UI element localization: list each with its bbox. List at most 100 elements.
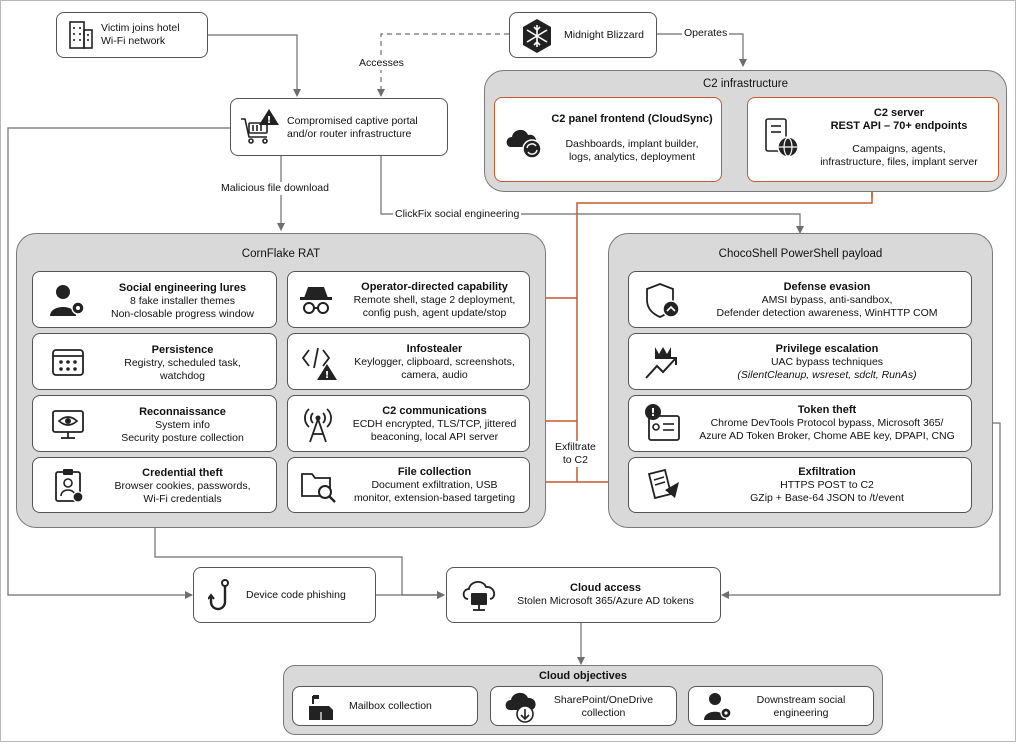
infostealer-line2: camera, audio bbox=[401, 369, 468, 381]
operator-directed-box: Operator-directed capability Remote shel… bbox=[287, 271, 530, 328]
infostealer-title: Infostealer bbox=[406, 343, 463, 355]
svg-text:!: ! bbox=[650, 406, 655, 419]
c2-server-line1: Campaigns, agents, bbox=[852, 143, 946, 155]
device-code-phishing-label: Device code phishing bbox=[246, 589, 346, 601]
persistence-box: Persistence Registry, scheduled task, wa… bbox=[32, 333, 277, 390]
reconnaissance-line1: System info bbox=[155, 419, 210, 431]
privilege-escalation-box: Privilege escalation UAC bypass techniqu… bbox=[628, 333, 972, 390]
actor-name: Midnight Blizzard bbox=[564, 29, 644, 41]
cloud-objectives-title: Cloud objectives bbox=[538, 670, 628, 682]
exfiltration-title: Exfiltration bbox=[798, 466, 856, 478]
mailbox-collection-label: Mailbox collection bbox=[349, 700, 432, 712]
clipboard-user-icon bbox=[55, 469, 84, 503]
router-warning-icon: ! bbox=[241, 109, 279, 144]
fishing-hook-icon bbox=[208, 579, 229, 611]
user-gear-icon-small bbox=[704, 693, 732, 720]
operator-directed-line2: config push, agent update/stop bbox=[362, 307, 507, 319]
victim-line2: Wi-Fi network bbox=[101, 35, 166, 47]
exfiltration-line2: GZip + Base-64 JSON to /t/event bbox=[750, 492, 904, 504]
actor-box: Midnight Blizzard bbox=[509, 12, 657, 58]
cornflake-rat-title: CornFlake RAT bbox=[241, 248, 321, 260]
edge-accesses bbox=[377, 33, 509, 97]
label-exfiltrate: Exfiltrate to C2 bbox=[553, 441, 598, 467]
file-collection-line2: monitor, extension-based targeting bbox=[353, 492, 516, 504]
cloud-access-line1: Stolen Microsoft 365/Azure AD tokens bbox=[517, 595, 694, 607]
device-code-phishing-box: Device code phishing bbox=[193, 567, 376, 623]
reconnaissance-box: Reconnaissance System info Security post… bbox=[32, 395, 277, 452]
infostealer-box: ! Infostealer Keylogger, clipboard, scre… bbox=[287, 333, 530, 390]
mailbox-collection-box: Mailbox collection bbox=[292, 686, 478, 726]
portal-line1: Compromised captive portal bbox=[287, 115, 418, 127]
downstream-social-line2: engineering bbox=[773, 707, 829, 719]
file-collection-box: File collection Document exfiltration, U… bbox=[287, 457, 530, 513]
credential-theft-line2: Wi-Fi credentials bbox=[143, 493, 222, 505]
portal-box: ! Compromised captive portal and/or rout… bbox=[230, 98, 448, 156]
label-operates: Operates bbox=[682, 27, 730, 40]
exfiltration-box: Exfiltration HTTPS POST to C2 GZip + Bas… bbox=[628, 457, 972, 513]
c2-panel-box: C2 panel frontend (CloudSync) Dashboards… bbox=[494, 97, 722, 182]
c2-communications-line1: ECDH encrypted, TLS/TCP, jittered bbox=[352, 418, 517, 430]
operator-directed-title: Operator-directed capability bbox=[361, 281, 508, 293]
label-malicious-download: Malicious file download bbox=[219, 182, 331, 195]
cloud-download-icon bbox=[505, 692, 536, 723]
snowflake-icon bbox=[523, 19, 551, 53]
credential-theft-title: Credential theft bbox=[142, 467, 223, 479]
folder-search-icon bbox=[301, 473, 336, 503]
defense-evasion-box: Defense evasion AMSI bypass, anti-sandbo… bbox=[628, 271, 972, 328]
token-theft-title: Token theft bbox=[797, 404, 857, 416]
chocoshell-title: ChocoShell PowerShell payload bbox=[718, 248, 883, 260]
mailbox-icon bbox=[309, 695, 333, 720]
user-gear-icon bbox=[50, 285, 85, 316]
privilege-escalation-title: Privilege escalation bbox=[775, 343, 879, 355]
defense-evasion-line2: Defender detection awareness, WinHTTP CO… bbox=[716, 307, 938, 319]
persistence-line2: watchdog bbox=[160, 370, 205, 382]
privilege-escalation-line1: UAC bypass techniques bbox=[770, 356, 884, 368]
defense-evasion-title: Defense evasion bbox=[783, 281, 871, 293]
credential-theft-line1: Browser cookies, passwords, bbox=[114, 480, 251, 492]
portal-line2: and/or router infrastructure bbox=[287, 128, 412, 140]
cloud-sync-icon bbox=[506, 129, 542, 159]
label-exfiltrate-line2: to C2 bbox=[562, 454, 588, 466]
id-card-alert-icon: ! bbox=[645, 404, 680, 441]
exfiltration-line1: HTTPS POST to C2 bbox=[780, 479, 874, 491]
credential-theft-box: Credential theft Browser cookies, passwo… bbox=[32, 457, 277, 513]
victim-line1: Victim joins hotel bbox=[101, 22, 180, 34]
reconnaissance-line2: Security posture collection bbox=[121, 432, 244, 444]
crown-trend-icon bbox=[645, 347, 677, 379]
label-clickfix: ClickFix social engineering bbox=[393, 208, 522, 221]
sharepoint-collection-line2: collection bbox=[581, 707, 626, 719]
edge-portal-device bbox=[7, 127, 232, 599]
svg-text:!: ! bbox=[325, 370, 330, 381]
downstream-social-box: Downstream social engineering bbox=[688, 686, 874, 726]
persistence-line1: Registry, scheduled task, bbox=[124, 357, 241, 369]
label-exfiltrate-line1: Exfiltrate bbox=[555, 441, 596, 453]
calendar-icon bbox=[52, 349, 84, 376]
file-collection-title: File collection bbox=[397, 466, 472, 478]
cloud-monitor-icon bbox=[462, 581, 496, 611]
token-theft-line2: Azure AD Token Broker, Chome ABE key, DP… bbox=[699, 430, 955, 442]
social-engineering-box: Social engineering lures 8 fake installe… bbox=[32, 271, 277, 328]
defense-evasion-line1: AMSI bypass, anti-sandbox, bbox=[761, 294, 893, 306]
operator-directed-line1: Remote shell, stage 2 deployment, bbox=[353, 294, 516, 306]
code-warning-icon: ! bbox=[301, 347, 337, 381]
shield-icon bbox=[646, 283, 680, 318]
edge-clickfix bbox=[380, 156, 804, 234]
c2-server-box: C2 server REST API – 70+ endpoints Campa… bbox=[747, 97, 999, 182]
c2-panel-line1: Dashboards, implant builder, bbox=[565, 138, 699, 150]
token-theft-box: ! Token theft Chrome DevTools Protocol b… bbox=[628, 395, 972, 452]
persistence-title: Persistence bbox=[151, 344, 214, 356]
sharepoint-collection-line1: SharePoint/OneDrive bbox=[553, 694, 654, 706]
privilege-escalation-line2: (SilentCleanup, wsreset, sdclt, RunAs) bbox=[737, 369, 917, 381]
social-engineering-line1: 8 fake installer themes bbox=[129, 295, 236, 307]
c2-server-title1: C2 server bbox=[873, 107, 925, 119]
c2-infrastructure-title: C2 infrastructure bbox=[702, 78, 788, 90]
social-engineering-line2: Non-closable progress window bbox=[111, 308, 254, 320]
infostealer-line1: Keylogger, clipboard, screenshots, bbox=[354, 356, 515, 368]
server-globe-icon bbox=[765, 118, 799, 158]
c2-server-line2: infrastructure, files, implant server bbox=[820, 156, 978, 168]
monitor-eye-icon bbox=[52, 410, 84, 439]
social-engineering-title: Social engineering lures bbox=[118, 282, 247, 294]
svg-text:!: ! bbox=[267, 115, 272, 126]
c2-communications-box: C2 communications ECDH encrypted, TLS/TC… bbox=[287, 395, 530, 452]
